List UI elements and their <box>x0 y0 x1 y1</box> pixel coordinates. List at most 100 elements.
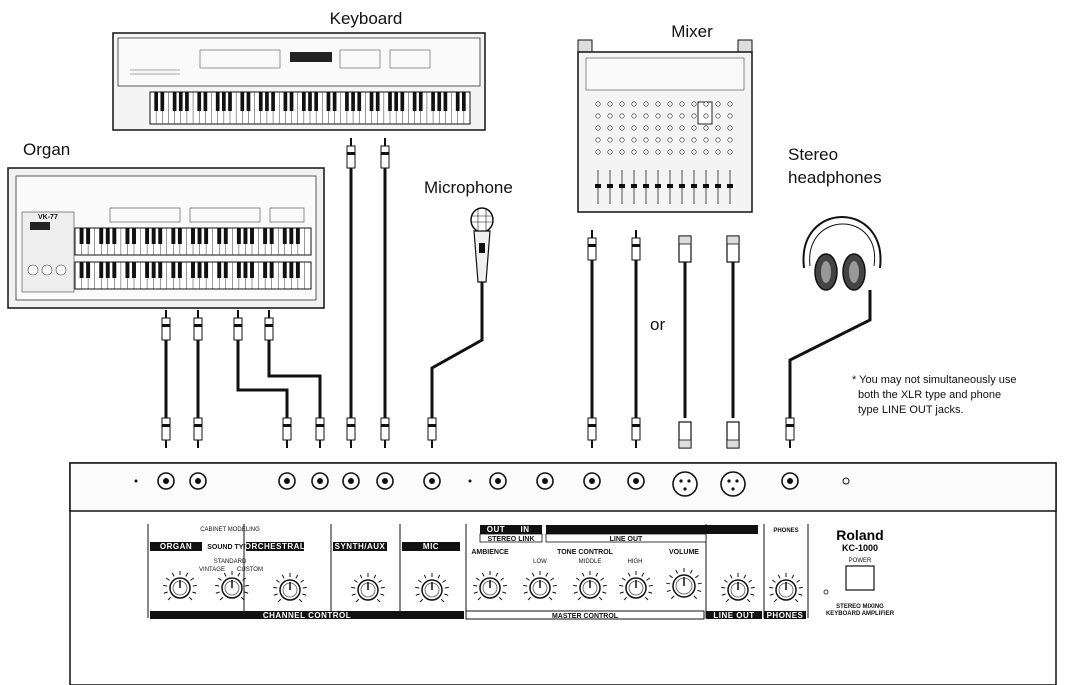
knob-tick <box>750 593 755 596</box>
phones-bottom-bar <box>764 611 806 619</box>
mixer-knob <box>703 113 709 119</box>
vintage-label: VINTAGE <box>199 567 225 573</box>
note-line2: both the XLR type and phone <box>858 389 1001 401</box>
note-line1: * You may not simultaneously use <box>852 374 1017 386</box>
knob-tick <box>353 579 358 583</box>
cable-plugs <box>161 138 795 449</box>
knob-tick <box>725 598 730 603</box>
knob-tick <box>644 596 649 601</box>
knob-tick <box>693 595 698 600</box>
mixer-knob <box>715 125 721 131</box>
black-key <box>185 92 189 111</box>
mixer-knob <box>595 101 601 107</box>
knob-tick <box>417 579 422 583</box>
knob-tick <box>423 574 427 579</box>
line-out-top-label: LINE OUT <box>610 536 643 543</box>
knob-tick <box>794 598 799 603</box>
black-key <box>326 92 331 111</box>
amp-plug <box>346 417 356 441</box>
mixer-knob <box>703 137 709 143</box>
phone-jack-hole <box>163 478 169 484</box>
knob-tick <box>598 596 603 601</box>
knob-tick <box>689 569 693 574</box>
black-key <box>400 92 405 111</box>
black-key <box>203 92 208 111</box>
knob-tick <box>581 572 585 577</box>
knob-tick <box>623 596 628 601</box>
mixer-knob <box>727 137 733 143</box>
knob-tick <box>273 586 278 589</box>
mixer-device <box>577 39 753 213</box>
control-knobs <box>163 568 803 603</box>
amplifier: ORGAN SOUND TYPE CABINET MODELING ORCHES… <box>69 462 1057 685</box>
mixer-knob <box>667 113 673 119</box>
standard-label: STANDARD <box>214 559 247 565</box>
amp-xlr-plug-band <box>726 439 740 449</box>
knob-tick <box>163 591 168 594</box>
organ-black-key <box>269 262 274 278</box>
mixer-knob <box>655 101 661 107</box>
knob-tick <box>215 591 220 594</box>
knob-tick <box>748 579 753 583</box>
keyboard-plug-top <box>380 145 390 169</box>
knob-tick <box>621 577 626 581</box>
knob-tick <box>796 579 801 583</box>
mixer-knob <box>727 149 733 155</box>
organ-plug-top-band <box>234 324 242 327</box>
mixer-knob <box>691 137 697 143</box>
organ-plug-top <box>233 317 243 341</box>
organ-black-key <box>269 228 274 244</box>
knob-tick <box>595 572 599 577</box>
mixer-xlr-plug-top-band <box>678 235 692 245</box>
organ-black-key <box>243 228 248 244</box>
power-button[interactable] <box>845 565 875 591</box>
mixer-knob <box>679 149 685 155</box>
knob-tick <box>351 593 356 596</box>
phone-jack-hole <box>284 478 290 484</box>
organ-black-key <box>158 228 163 244</box>
organ-black-key <box>86 228 91 244</box>
mixer-knob <box>715 113 721 119</box>
mixer-knob <box>595 125 601 131</box>
mixer-knob <box>643 113 649 119</box>
mixer-knob <box>631 137 637 143</box>
black-key <box>160 92 165 111</box>
knob-tick <box>473 584 478 587</box>
mixer-plug-top-band <box>588 244 596 247</box>
organ-black-key <box>223 262 228 278</box>
knob-tick <box>244 591 249 594</box>
organ-plug-top <box>193 317 203 341</box>
mixer-knob <box>607 149 613 155</box>
organ-black-key <box>145 228 150 244</box>
organ-black-key <box>86 262 91 278</box>
knob-tick <box>444 593 449 596</box>
mixer-knob <box>595 113 601 119</box>
organ-black-key <box>295 228 300 244</box>
knob-tick <box>769 586 774 589</box>
black-key <box>437 92 442 111</box>
phone-jack-hole <box>382 478 388 484</box>
organ-black-key <box>289 228 294 244</box>
knob-tick <box>475 577 480 581</box>
black-key <box>357 92 362 111</box>
or-label: or <box>650 315 665 334</box>
amp-plug <box>193 417 203 441</box>
knob-tick <box>373 574 377 579</box>
black-key <box>314 92 318 111</box>
knob-tick <box>550 577 555 581</box>
black-key <box>228 92 232 111</box>
knob-tick <box>380 593 385 596</box>
knob-tick <box>359 574 363 579</box>
phone-jack-hole <box>542 478 548 484</box>
amp-model: KC-1000 <box>842 543 878 553</box>
organ-keys <box>79 228 305 289</box>
mixer-knob <box>667 125 673 131</box>
knob-tick <box>771 579 776 583</box>
amp-plug <box>282 417 292 441</box>
knob-tick <box>670 595 675 600</box>
mixer-knob <box>655 125 661 131</box>
organ-device <box>7 167 325 309</box>
microphone-device <box>470 207 494 283</box>
mixer-knob <box>703 149 709 155</box>
line-out-bottom-label: LINE OUT <box>713 611 754 620</box>
